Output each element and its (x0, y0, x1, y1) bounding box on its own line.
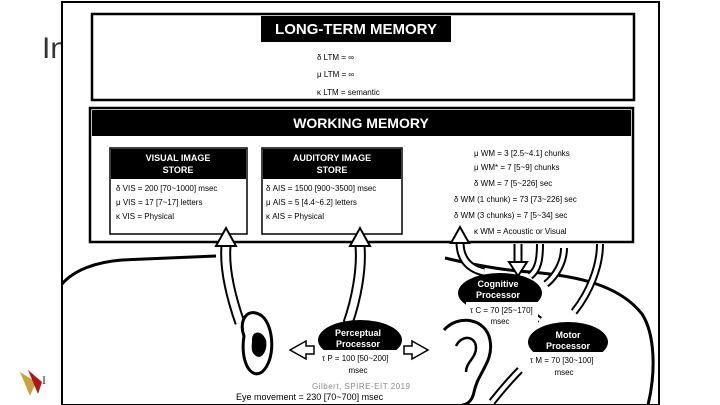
wm-header (92, 110, 631, 136)
visual-store-title-1: VISUAL IMAGE (146, 153, 211, 163)
cognitive-param: τ C = 70 [25~170] (470, 306, 533, 315)
wm-params: μ WM = 3 [2.5~4.1] chunks μ WM* = 7 [5~9… (454, 149, 577, 236)
ltm-params: δ LTM = ∞ μ LTM = ∞ κ LTM = semantic (317, 53, 380, 97)
auditory-param: μ AIS = 5 [4.4~6.2] letters (266, 198, 357, 207)
visual-store-header (111, 149, 246, 179)
eye-icon (240, 311, 274, 376)
auditory-store-header (263, 149, 401, 179)
visual-param: μ VIS = 17 [7~17] letters (116, 198, 202, 207)
motor-unit: msec (554, 368, 573, 377)
visual-param: δ VIS = 200 [70~1000] msec (116, 184, 217, 193)
auditory-store-title-1: AUDITORY IMAGE (293, 153, 371, 163)
auditory-param: κ AIS = Physical (266, 212, 324, 221)
wm-param: δ WM (3 chunks) = 7 [5~34] sec (454, 211, 567, 220)
wm-param: κ WM = Acoustic or Visual (474, 227, 567, 236)
arrow-eye-to-perceptual (288, 339, 315, 361)
cognitive-label-2: Processor (476, 290, 521, 300)
ltm-param: κ LTM = semantic (317, 88, 380, 97)
wm-param: μ WM = 3 [2.5~4.1] chunks (474, 149, 570, 158)
motor-label-2: Processor (546, 341, 591, 351)
arrow-ear-to-perceptual (403, 339, 430, 361)
slide-footer: Gilbert, SPIRE-EIT 2019 (312, 382, 411, 391)
cognitive-unit: msec (490, 317, 509, 326)
ltm-param: δ LTM = ∞ (317, 53, 354, 62)
wm-param: μ WM* = 7 [5~9] chunks (474, 163, 560, 172)
wm-title: WORKING MEMORY (293, 115, 429, 131)
ltm-header (261, 16, 451, 42)
auditory-store-title-2: STORE (317, 165, 348, 175)
motor-param: τ M = 70 [30~100] (530, 356, 594, 365)
motor-label-1: Motor (556, 330, 581, 340)
ltm-param: μ LTM = ∞ (317, 70, 354, 79)
ear-icon (442, 318, 493, 405)
head-outline (60, 254, 655, 405)
perceptual-param: τ P = 100 [50~200] (322, 354, 389, 363)
visual-store-title-2: STORE (163, 165, 194, 175)
perceptual-unit: msec (348, 366, 367, 375)
cognitive-label-1: Cognitive (477, 279, 518, 289)
perceptual-label-1: Perceptual (335, 328, 381, 338)
ltm-title: LONG-TERM MEMORY (275, 21, 437, 38)
visual-param: κ VIS = Physical (116, 212, 174, 221)
eye-movement-label: Eye movement = 230 [70~700] msec (236, 392, 384, 402)
university-logo-icon: I (20, 370, 46, 396)
perceptual-label-2: Processor (336, 339, 381, 349)
auditory-param: δ AIS = 1500 [900~3500] msec (266, 184, 376, 193)
wm-param: δ WM (1 chunk) = 73 [73~226] sec (454, 195, 577, 204)
wm-param: δ WM = 7 [5~226] sec (474, 179, 552, 188)
svg-text:I: I (42, 373, 46, 387)
